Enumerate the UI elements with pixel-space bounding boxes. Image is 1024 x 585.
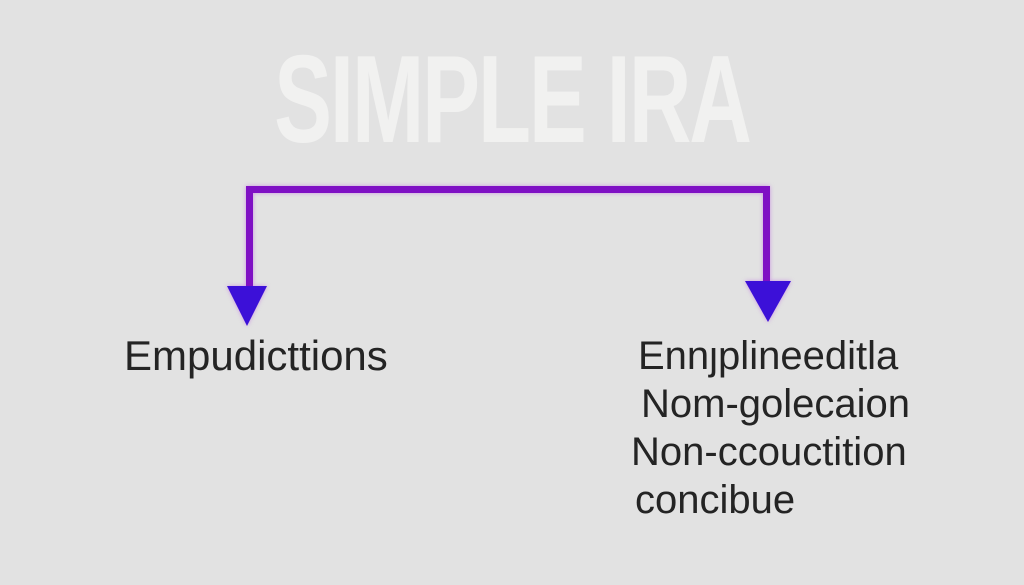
right-branch-line: Nom-golecaion (641, 382, 911, 426)
left-branch-label: Empudicttions (124, 332, 388, 379)
connector-left-stem (246, 186, 253, 289)
right-branch-line: Ennȷplineeditla (638, 334, 899, 378)
connector-right-stem (763, 186, 770, 284)
right-arrowhead-icon (745, 281, 791, 322)
right-branch-line: concibue (635, 478, 796, 522)
diagram-title: SIMPLE IRA (274, 31, 752, 169)
right-branch-label: Ennȷplineeditla Nom-golecaion Non-ccouct… (628, 332, 910, 524)
right-branch-line: Non-ccouctition (631, 430, 907, 474)
connector-horizontal-line (246, 186, 770, 193)
left-arrowhead-icon (227, 286, 267, 326)
